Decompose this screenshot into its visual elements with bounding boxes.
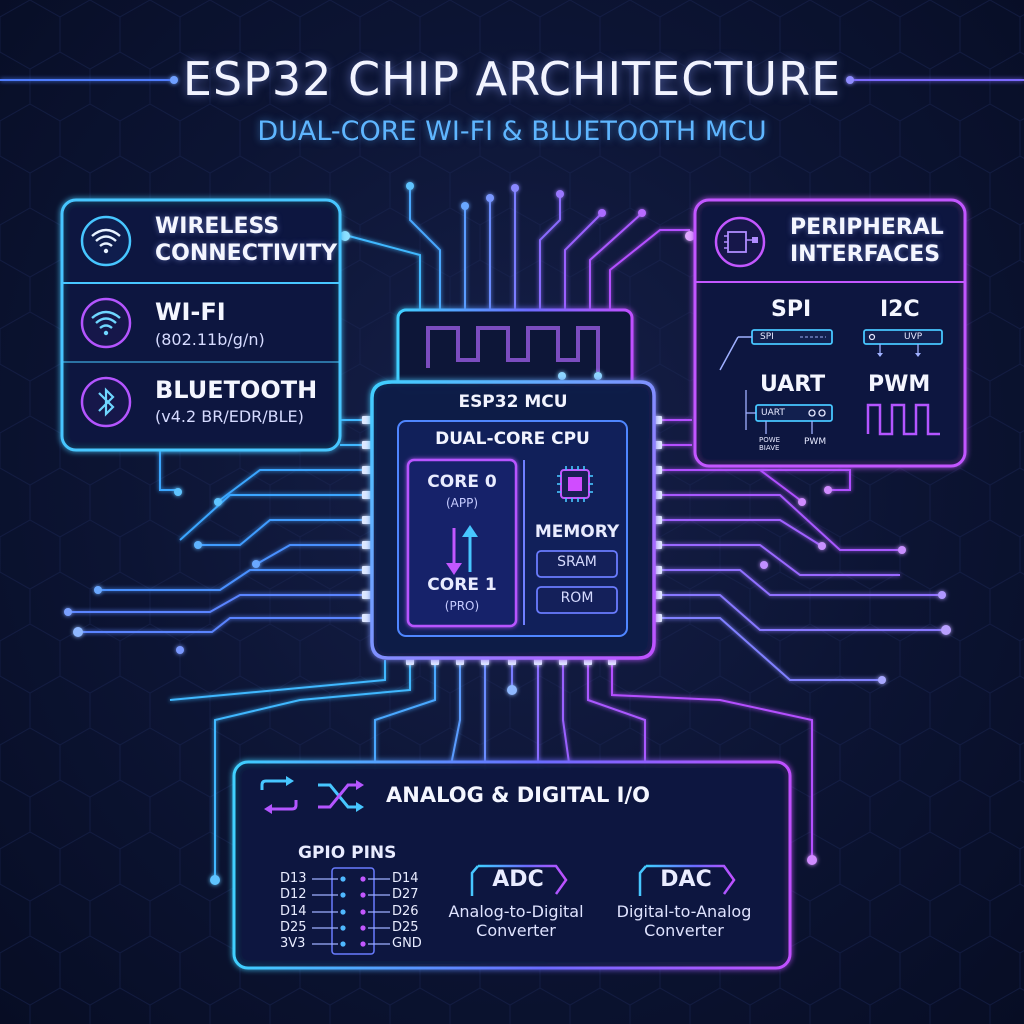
dac-desc-line1: Digital-to-Analog [616,902,752,921]
adc-desc-line2: Converter [476,921,556,940]
gpio-left-pin: D13 [280,871,307,886]
gpio-right-pin: D14 [392,871,419,886]
gpio-right-pin: D27 [392,887,419,902]
memory-title: MEMORY [534,522,620,542]
dac-label: DAC [660,867,712,892]
mcu-chip-frame [362,308,662,665]
wifi-spec: (802.11b/g/n) [155,330,265,349]
adc-label: ADC [492,867,544,892]
cpu-title: DUAL-CORE CPU [435,429,590,449]
wireless-header-line2: CONNECTIVITY [155,241,338,266]
page-subtitle: DUAL-CORE WI-FI & BLUETOOTH MCU [257,116,767,147]
gpio-left-pin: 3V3 [280,936,306,951]
rom-label: ROM [560,590,594,606]
wifi-name: WI-FI [155,298,226,326]
uart-pin-b-label: PWM [804,437,827,447]
gpio-left-pin: D14 [280,904,307,919]
sram-label: SRAM [557,554,597,570]
bluetooth-name: BLUETOOTH [155,376,318,404]
core1-role: (PRO) [444,599,480,613]
spi-chip-label: SPI [760,332,774,342]
mcu-name: ESP32 MCU [458,392,568,412]
uart-label: UART [760,372,826,397]
wireless-header-line1: WIRELESS [155,214,280,239]
core0-label: CORE 0 [427,472,497,492]
i2c-label: I2C [880,297,920,322]
io-header: ANALOG & DIGITAL I/O [386,783,651,807]
gpio-left-pin: D25 [280,920,307,935]
peripheral-header-line2: INTERFACES [790,242,941,267]
pwm-label: PWM [868,372,931,397]
gpio-right-pin: D25 [392,920,419,935]
uart-pin-a-label: POWE BIAVE [759,436,781,452]
core0-role: (APP) [445,496,479,510]
bluetooth-spec: (v4.2 BR/EDR/BLE) [155,407,304,426]
gpio-right-pin: GND [392,936,422,951]
page-title: ESP32 CHIP ARCHITECTURE [182,52,842,106]
adc-desc-line1: Analog-to-Digital [448,902,584,921]
peripheral-header-line1: PERIPHERAL [790,215,944,240]
spi-label: SPI [771,297,812,322]
gpio-title: GPIO PINS [298,843,397,863]
uart-chip-label: UART [761,408,785,418]
wireless-panel-frame [60,198,342,452]
core1-label: CORE 1 [427,575,497,595]
i2c-chip-label: UVP [904,332,923,342]
gpio-left-pin: D12 [280,887,307,902]
dac-desc-line2: Converter [644,921,724,940]
gpio-right-pin: D26 [392,904,419,919]
